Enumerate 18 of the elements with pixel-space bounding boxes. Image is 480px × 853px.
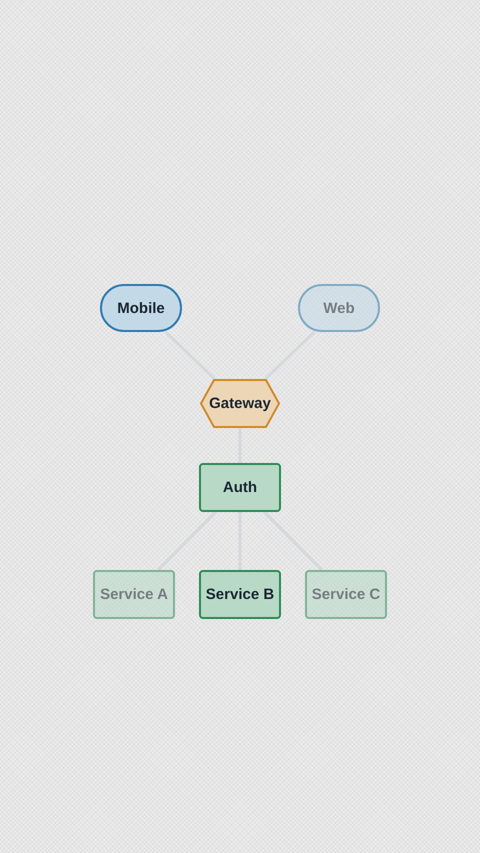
- connector-line: [157, 510, 217, 572]
- pill-node: [100, 284, 182, 332]
- pill-node: [298, 284, 380, 332]
- node-label: Gateway: [209, 395, 271, 412]
- node-label: Mobile: [117, 300, 165, 316]
- connector-line: [263, 510, 323, 572]
- process-box: [199, 463, 281, 512]
- node-label: Service C: [312, 586, 380, 603]
- node-label: Auth: [222, 479, 258, 496]
- node-label: Service A: [100, 586, 168, 603]
- process-box: [305, 570, 387, 619]
- node-label: Service B: [206, 586, 274, 603]
- node-label: Web: [323, 300, 355, 316]
- connector-line: [264, 330, 316, 380]
- hexagon-node: [200, 379, 280, 428]
- connector-line: [164, 330, 216, 380]
- process-box: [199, 570, 281, 619]
- process-box: [93, 570, 175, 619]
